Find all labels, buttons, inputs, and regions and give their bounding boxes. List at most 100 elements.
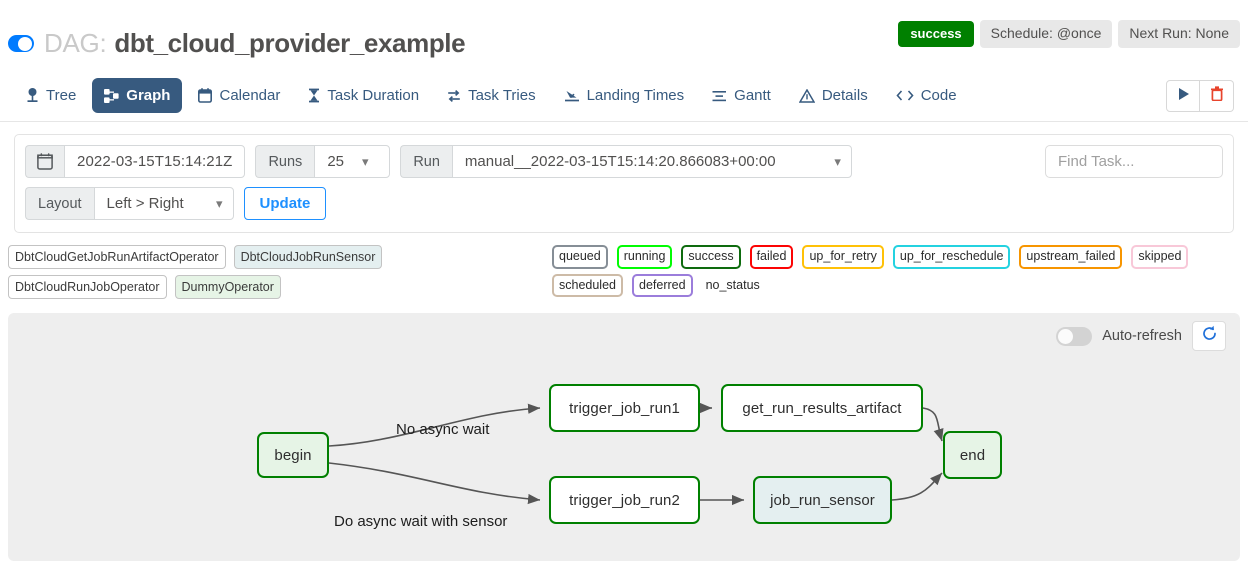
update-button[interactable]: Update <box>243 187 327 220</box>
trigger-dag-button[interactable] <box>1166 80 1200 112</box>
filter-toolbar: 2022-03-15T15:14:21Z Runs 25 ▾ Run manua… <box>14 134 1234 233</box>
status-legend-plain: no_status <box>705 277 760 292</box>
tab-code[interactable]: Code <box>884 78 969 113</box>
next-run-badge: Next Run: None <box>1118 20 1240 48</box>
tab-landing-times[interactable]: Landing Times <box>552 78 697 113</box>
status-legend-pill[interactable]: failed <box>749 245 794 269</box>
dag-title: DAG: dbt_cloud_provider_example <box>8 28 466 59</box>
graph-edges <box>328 402 944 506</box>
refresh-icon <box>1201 325 1218 347</box>
num-runs-value: 25 <box>327 153 344 170</box>
status-legend-pill[interactable]: queued <box>552 245 608 269</box>
retry-icon <box>447 89 461 103</box>
tab-label: Code <box>920 87 957 104</box>
calendar-icon[interactable] <box>25 145 64 178</box>
run-value: manual__2022-03-15T15:14:20.866083+00:00 <box>464 153 776 170</box>
calendar-icon <box>198 88 213 103</box>
graph-edge-label: Do async wait with sensor <box>334 513 508 530</box>
status-legend-pill[interactable]: success <box>681 245 741 269</box>
find-task-input[interactable]: Find Task... <box>1045 145 1223 178</box>
dag-name: dbt_cloud_provider_example <box>114 28 466 58</box>
operator-legend-pill[interactable]: DbtCloudJobRunSensor <box>233 245 383 270</box>
graph-panel: Auto-refresh begin trigger_job_run1 get_ru… <box>8 313 1240 561</box>
run-group: Run manual__2022-03-15T15:14:20.866083+0… <box>400 145 852 178</box>
tab-graph[interactable]: Graph <box>92 78 183 113</box>
edge-artifact-end <box>922 407 944 442</box>
toolbar-row-2: Layout Left > Right ▾ Update <box>25 187 1223 220</box>
layout-select[interactable]: Left > Right ▾ <box>93 187 234 220</box>
tab-label: Graph <box>126 87 171 104</box>
runs-label: Runs <box>255 145 315 178</box>
tab-label: Landing Times <box>586 87 685 104</box>
graph-node-get_run_results_artifact[interactable]: get_run_results_artifact <box>721 384 923 432</box>
toggle-on-icon[interactable] <box>8 35 34 52</box>
graph-node-trigger_job_run1[interactable]: trigger_job_run1 <box>549 384 700 432</box>
graph-icon <box>104 88 119 103</box>
gantt-icon <box>712 89 727 103</box>
layout-value: Left > Right <box>106 195 184 212</box>
hourglass-icon <box>308 88 320 103</box>
status-legend-pill[interactable]: running <box>616 245 673 269</box>
edge-begin-trigger2 <box>328 462 541 505</box>
header-badges: success Schedule: @once Next Run: None <box>898 20 1240 48</box>
graph-canvas: begin trigger_job_run1 get_run_results_art… <box>8 313 1240 561</box>
tab-label: Details <box>821 87 868 104</box>
tab-tree[interactable]: Tree <box>14 78 88 113</box>
dag-label: DAG: <box>44 28 107 58</box>
edge-begin-trigger1 <box>328 403 541 447</box>
chevron-down-icon: ▾ <box>362 153 369 169</box>
edge-sensor-end <box>891 472 943 501</box>
num-runs-select[interactable]: 25 ▾ <box>314 145 391 178</box>
base-date-input[interactable]: 2022-03-15T15:14:21Z <box>64 145 246 178</box>
auto-refresh-label: Auto-refresh <box>1102 328 1182 344</box>
chevron-down-icon: ▾ <box>834 153 841 169</box>
play-icon <box>1177 87 1190 106</box>
base-date-group: 2022-03-15T15:14:21Z <box>25 145 246 178</box>
status-legend-pill[interactable]: up_for_retry <box>802 245 884 269</box>
tab-task-tries[interactable]: Task Tries <box>435 78 548 113</box>
status-badge: success <box>898 20 974 47</box>
run-select[interactable]: manual__2022-03-15T15:14:20.866083+00:00… <box>451 145 852 178</box>
status-legend-pill[interactable]: skipped <box>1131 245 1189 269</box>
chevron-down-icon: ▾ <box>216 195 223 211</box>
operator-legend-pill[interactable]: DbtCloudRunJobOperator <box>8 275 167 300</box>
graph-node-trigger_job_run2[interactable]: trigger_job_run2 <box>549 476 700 524</box>
graph-node-begin[interactable]: begin <box>257 432 329 478</box>
schedule-badge[interactable]: Schedule: @once <box>979 20 1113 48</box>
tab-list: Tree Graph Calendar Task Duration Task T <box>14 78 969 113</box>
status-legend: queued running success failed up_for_retry up… <box>552 245 1242 297</box>
layout-label: Layout <box>25 187 94 220</box>
tab-label: Tree <box>46 87 77 104</box>
status-legend-pill[interactable]: scheduled <box>552 273 623 297</box>
refresh-button[interactable] <box>1192 321 1226 351</box>
status-legend-pill[interactable]: deferred <box>632 273 693 297</box>
graph-node-job_run_sensor[interactable]: job_run_sensor <box>753 476 892 524</box>
auto-refresh-toggle[interactable] <box>1056 326 1093 346</box>
graph-node-end[interactable]: end <box>943 431 1002 479</box>
graph-edge-label: No async wait <box>396 421 490 438</box>
tree-icon <box>26 88 39 103</box>
tab-calendar[interactable]: Calendar <box>186 78 292 113</box>
tab-label: Calendar <box>219 87 281 104</box>
tab-label: Gantt <box>734 87 771 104</box>
status-legend-pill[interactable]: upstream_failed <box>1019 245 1123 269</box>
delete-dag-button[interactable] <box>1200 80 1234 112</box>
landing-icon <box>564 89 580 103</box>
dag-action-buttons <box>1166 80 1234 112</box>
triangle-alert-icon <box>798 88 815 103</box>
code-icon <box>896 89 914 102</box>
num-runs-group: Runs 25 ▾ <box>255 145 391 178</box>
view-tabbar: Tree Graph Calendar Task Duration Task T <box>0 70 1248 122</box>
toolbar-row-1: 2022-03-15T15:14:21Z Runs 25 ▾ Run manua… <box>25 145 1223 178</box>
operator-legend-pill[interactable]: DummyOperator <box>174 275 281 300</box>
trash-icon <box>1210 86 1224 106</box>
status-legend-pill[interactable]: up_for_reschedule <box>892 245 1011 269</box>
tab-task-duration[interactable]: Task Duration <box>296 78 431 113</box>
tab-gantt[interactable]: Gantt <box>700 78 783 113</box>
tab-details[interactable]: Details <box>787 78 880 113</box>
tab-label: Task Tries <box>468 87 536 104</box>
operator-legend-pill[interactable]: DbtCloudGetJobRunArtifactOperator <box>8 245 226 270</box>
tab-label: Task Duration <box>327 87 420 104</box>
